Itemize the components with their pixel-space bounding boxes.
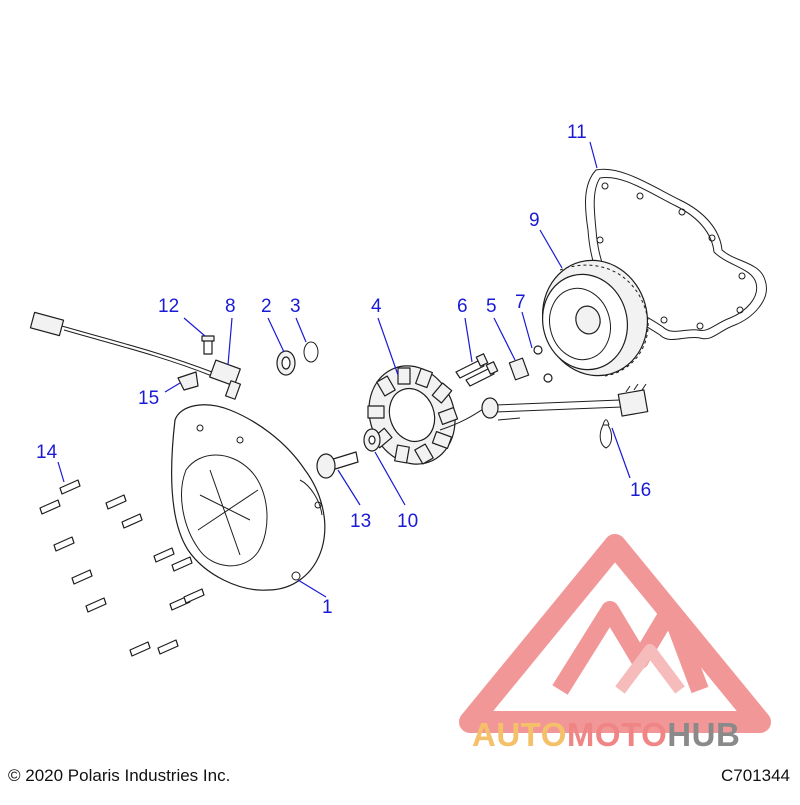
- leader-lines: [57, 141, 631, 598]
- watermark-part-3: HUB: [667, 716, 741, 753]
- stator: [367, 365, 459, 465]
- callout-3: 3: [290, 296, 301, 317]
- sensor-harness: [29, 311, 213, 377]
- cover-bolts: [39, 479, 205, 657]
- watermark-part-2: MOTO: [566, 716, 668, 753]
- callout-16: 16: [630, 480, 651, 501]
- stator-cover: [171, 404, 326, 591]
- stator-harness: [439, 383, 649, 431]
- watermark-text: AUTOMOTOHUB: [472, 716, 740, 754]
- harness-clip: [177, 371, 199, 391]
- callout-14: 14: [36, 442, 58, 463]
- copyright-text: © 2020 Polaris Industries Inc.: [8, 766, 231, 785]
- stator-bolts: [455, 353, 499, 387]
- flywheel: [541, 259, 649, 377]
- grommet: [599, 419, 613, 449]
- callout-13: 13: [350, 511, 371, 532]
- callout-1: 1: [322, 597, 333, 618]
- washer: [363, 428, 381, 452]
- bearing: [276, 350, 296, 376]
- callout-10: 10: [397, 511, 418, 532]
- sensor-bolt: [201, 335, 215, 355]
- callout-11: 11: [567, 122, 587, 143]
- flywheel-bolt: [316, 451, 359, 479]
- callout-2: 2: [261, 296, 272, 317]
- callout-6: 6: [457, 296, 468, 317]
- speed-sensor: [209, 359, 242, 400]
- callout-5: 5: [486, 296, 497, 317]
- callout-4: 4: [371, 296, 382, 317]
- watermark-logo: [459, 534, 771, 733]
- pulse-pickup: [508, 345, 553, 383]
- callout-7: 7: [515, 292, 526, 313]
- figure-id: C701344: [720, 766, 790, 785]
- watermark-part-1: AUTO: [472, 716, 567, 753]
- callout-9: 9: [529, 210, 540, 231]
- callout-15: 15: [138, 388, 159, 409]
- seal: [303, 341, 319, 363]
- callout-8: 8: [225, 296, 236, 317]
- callout-12: 12: [158, 296, 179, 317]
- callout-numbers: 11 9 4 6 5 7 12 8 2 3 15 14 16 13 10 1: [36, 122, 651, 618]
